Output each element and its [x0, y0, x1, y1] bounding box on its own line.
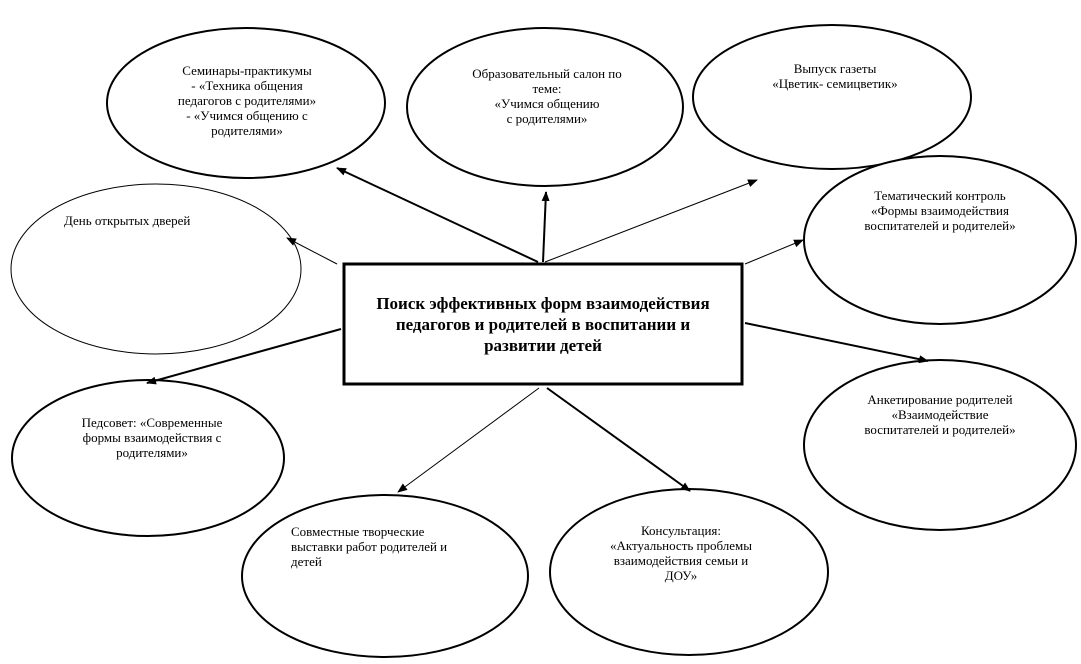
- arrow-to-seminars: [336, 167, 539, 263]
- salon-ellipse: [406, 27, 684, 187]
- arrow-to-salon: [541, 191, 550, 263]
- seminars-text: Семинары-практикумы - «Техника общения п…: [177, 63, 317, 138]
- center-box: [342, 262, 744, 386]
- consultation-text: Консультация: «Актуальность проблемы вза…: [609, 523, 753, 583]
- arrow-to-exhibitions: [397, 387, 540, 493]
- arrow-to-newspaper: [544, 179, 758, 263]
- salon-text: Образовательный салон по теме: «Учимся о…: [472, 66, 622, 126]
- arrow-to-consultation: [546, 387, 691, 492]
- arrow-to-open-day: [286, 237, 338, 265]
- survey-text: Анкетирование родителей «Взаимодействие …: [864, 392, 1016, 437]
- open-day-text: День открытых дверей: [64, 213, 191, 228]
- newspaper-text: Выпуск газеты «Цветик- семицветик»: [772, 61, 898, 91]
- arrow-to-survey: [744, 322, 929, 364]
- arrow-to-pedsovet: [146, 328, 342, 385]
- thematic-control-ellipse: [803, 155, 1077, 325]
- seminars-ellipse: [106, 27, 386, 179]
- exhibitions-ellipse: [241, 494, 529, 658]
- survey-ellipse: [803, 359, 1077, 531]
- open-day-ellipse: [10, 183, 302, 355]
- pedsovet-text: Педсовет: «Современные формы взаимодейст…: [81, 415, 223, 460]
- newspaper-ellipse: [692, 24, 972, 170]
- exhibitions-text: Совместные творческие выставки работ род…: [291, 524, 448, 569]
- center-title: Поиск эффективных форм взаимодействия пе…: [376, 294, 710, 355]
- thematic-control-text: Тематический контроль «Формы взаимодейст…: [864, 188, 1016, 233]
- arrow-to-thematic-control: [744, 239, 804, 265]
